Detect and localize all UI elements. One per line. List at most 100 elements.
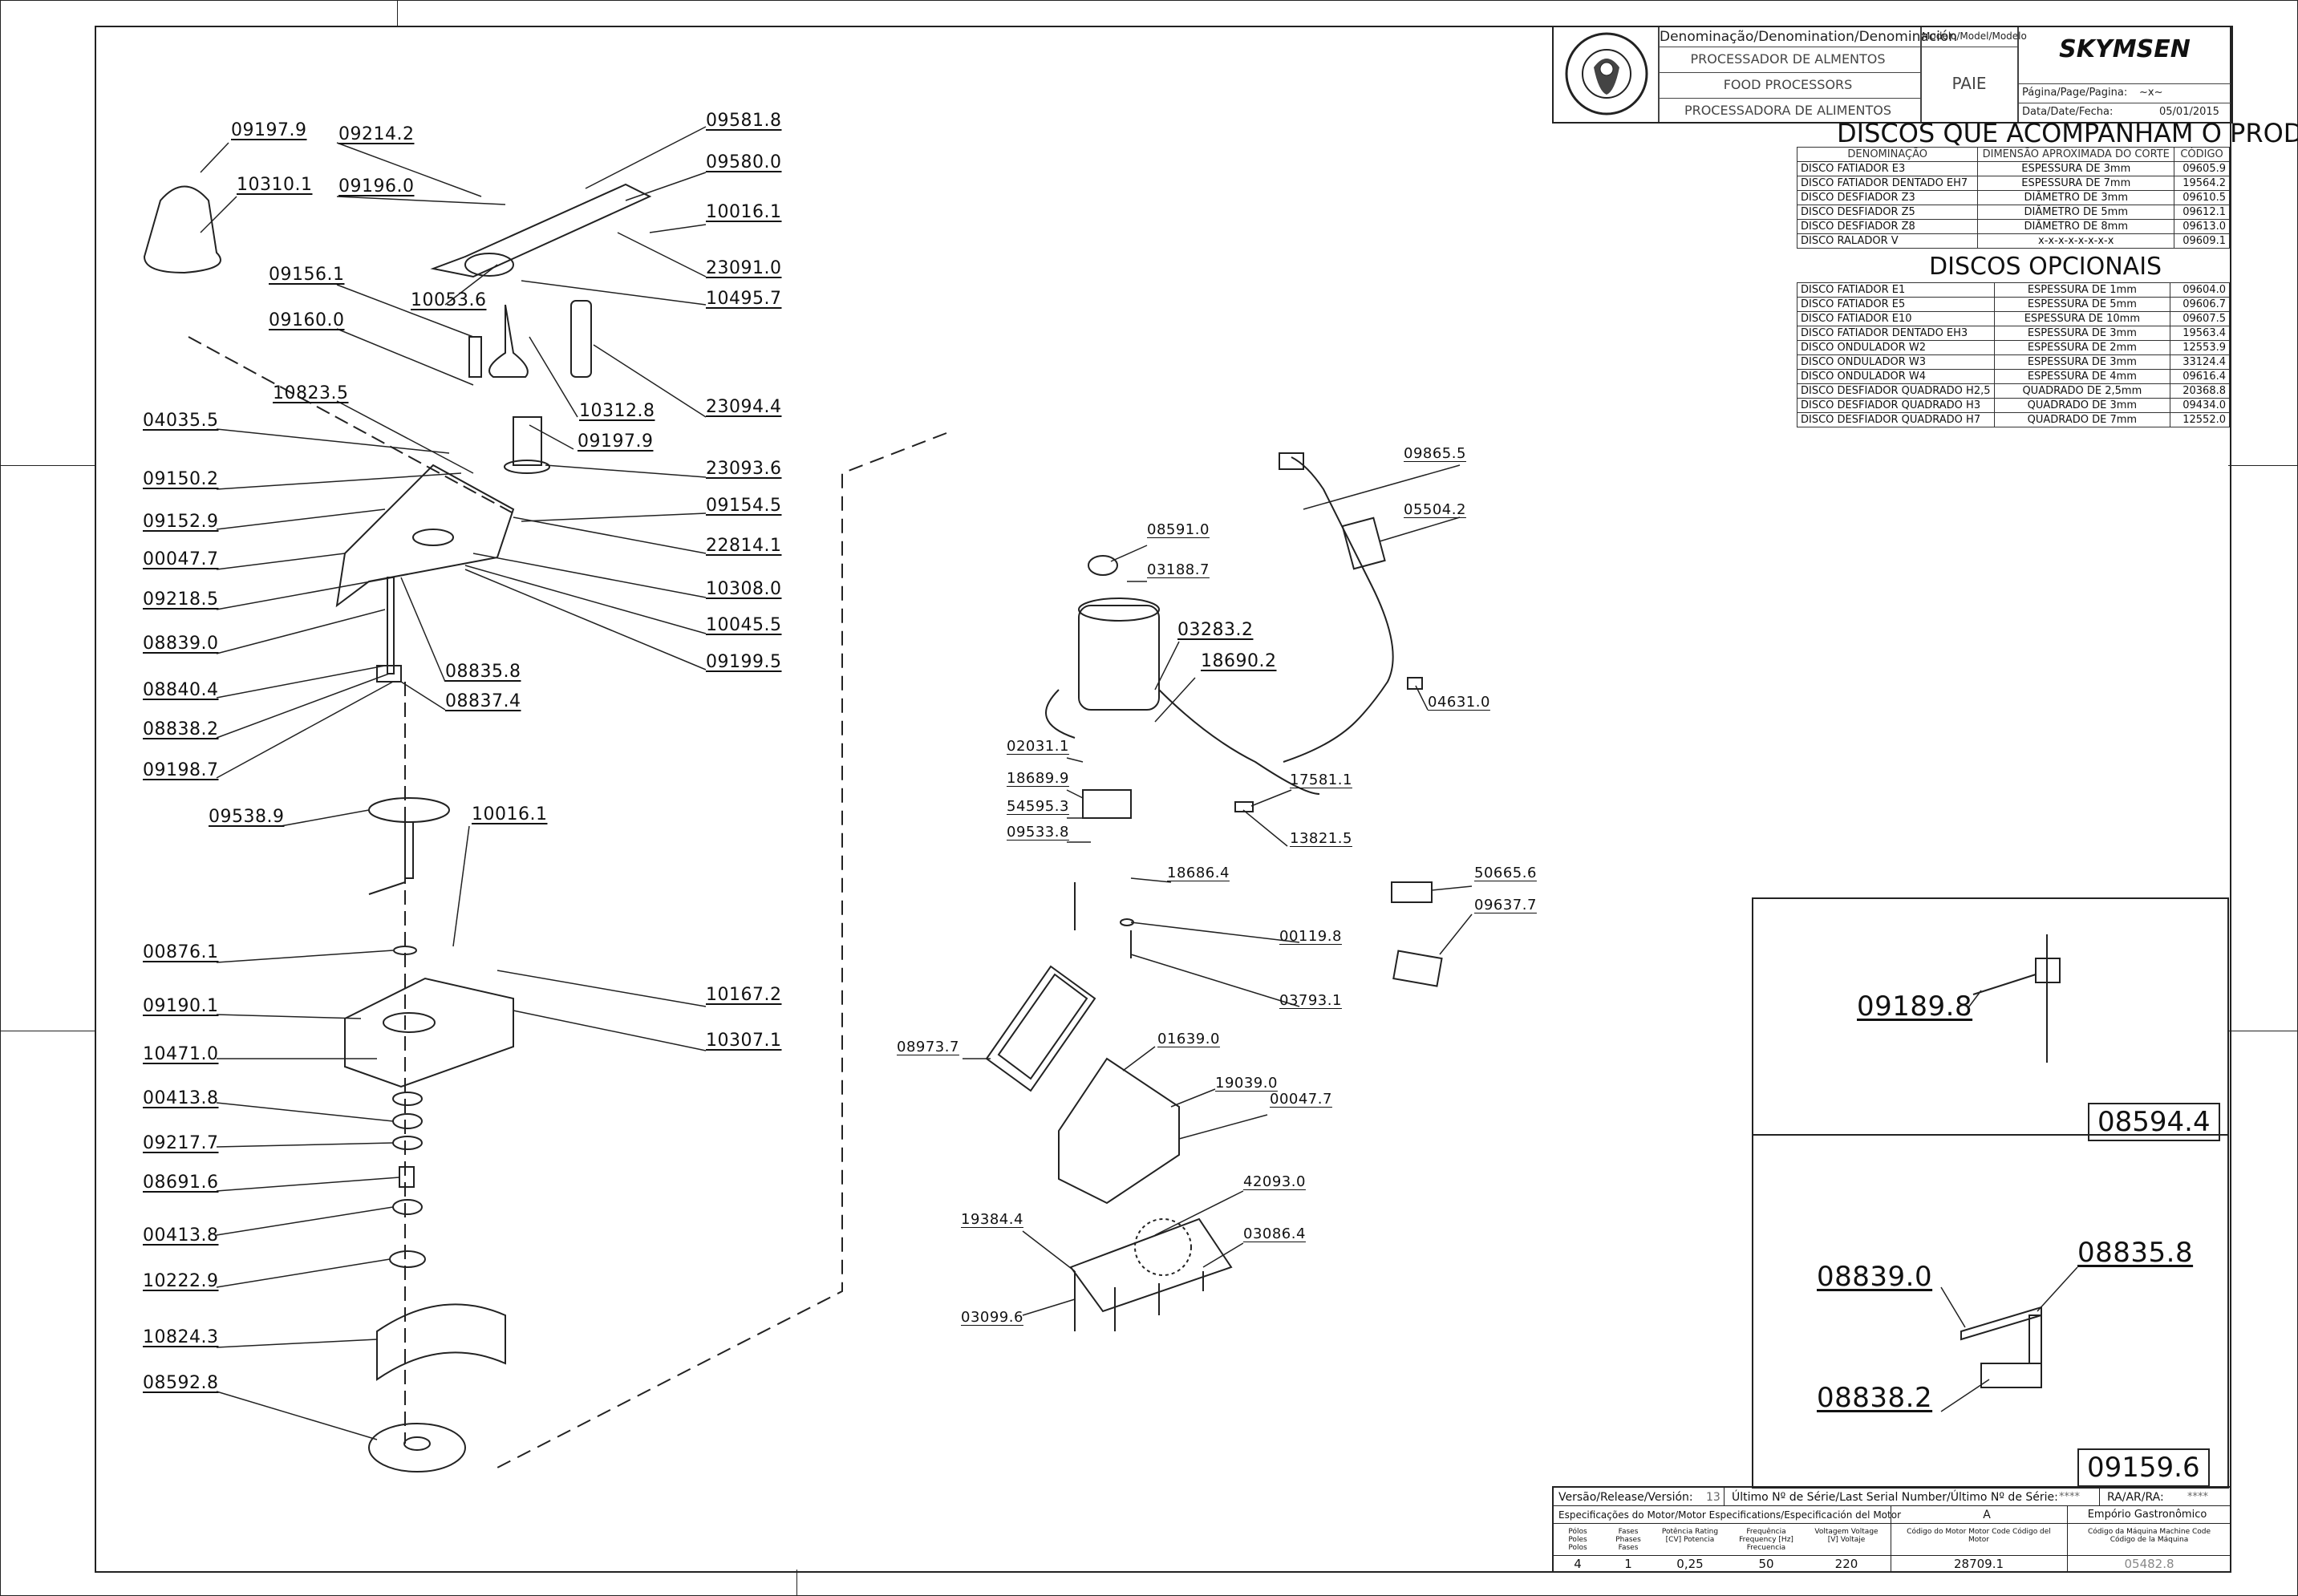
callout-label: 03086.4 — [1243, 1225, 1306, 1242]
disc-name: DISCO DESFIADOR QUADRADO H2,5 — [1797, 383, 1995, 399]
feed-chute — [143, 185, 221, 274]
motor-body — [1078, 605, 1160, 711]
disc-code: 19564.2 — [2174, 176, 2230, 191]
drawing-border — [95, 26, 2231, 1573]
callout-label: 03283.2 — [1177, 620, 1254, 640]
disc-code: 09434.0 — [2170, 398, 2230, 413]
pusher — [488, 304, 529, 378]
callout-label: 10045.5 — [706, 615, 782, 635]
terminal-block — [1082, 789, 1132, 819]
motor-header: Pólos Poles Polos — [1568, 1528, 1587, 1552]
callout-label: 08691.6 — [143, 1173, 219, 1193]
tb-model-heading: Modelo/Model/Modelo — [1922, 30, 2027, 42]
disc-dimension: DIÂMETRO DE 3mm — [1977, 190, 2175, 205]
tb-name-en: FOOD PROCESSORS — [1723, 77, 1853, 92]
callout-label: 23091.0 — [706, 258, 782, 278]
bb-divider — [2099, 1488, 2100, 1505]
callout-label: 03099.6 — [961, 1309, 1023, 1326]
tb-heading: Denominação/Denomination/Denominación — [1660, 29, 1958, 45]
callout-label: 42093.0 — [1243, 1173, 1306, 1190]
motor-rating: 0,25 — [1676, 1557, 1704, 1571]
bearing — [392, 1199, 423, 1215]
tb-line — [1658, 72, 1921, 73]
callout-label: 08835.8 — [445, 662, 521, 682]
callout-label: 10053.6 — [411, 290, 487, 310]
blank-sticker — [1392, 950, 1443, 987]
disc-name: DISCO ONDULADOR W3 — [1797, 354, 1995, 370]
callout-label: 09865.5 — [1404, 445, 1466, 462]
gasket-inner — [997, 973, 1088, 1080]
callout-label: 04035.5 — [143, 411, 219, 431]
disc-code: 09607.5 — [2170, 311, 2230, 326]
motor-wires — [1045, 689, 1320, 795]
tb-page-value: ~x~ — [2139, 87, 2163, 99]
disc-code: 20368.8 — [2170, 383, 2230, 399]
pulley-small — [389, 1250, 426, 1268]
shaft-pin — [368, 881, 406, 895]
disc-code: 09613.0 — [2174, 219, 2230, 234]
motor-phases: 1 — [1624, 1557, 1632, 1571]
tb-date-label: Data/Date/Fecha: — [2022, 106, 2114, 118]
tb-date-value: 05/01/2015 — [2159, 106, 2219, 118]
disc-dimension: ESPESSURA DE 3mm — [1993, 326, 2171, 341]
callout-label: 10312.8 — [579, 401, 655, 421]
callout-label: 08838.2 — [143, 719, 219, 739]
callout-label: 09217.7 — [143, 1133, 219, 1153]
callout-label: 09197.9 — [578, 431, 654, 452]
callout-label: 00413.8 — [143, 1225, 219, 1246]
callout-label: 10824.3 — [143, 1327, 219, 1347]
callout-label: 08839.0 — [143, 634, 219, 654]
assistencia-tecnica-seal — [1565, 32, 1648, 115]
disc-dimension: QUADRADO DE 7mm — [1993, 412, 2171, 427]
callout-label: 10495.7 — [706, 289, 782, 309]
cutting-disc — [368, 797, 450, 823]
motor-header: Frequência Frequency [Hz] Frecuencia — [1739, 1528, 1793, 1552]
callout-label: 08592.8 — [143, 1373, 219, 1393]
motor-spec-label: Especificações do Motor/Motor Especifica… — [1558, 1509, 1901, 1521]
bb-divider — [1724, 1488, 1725, 1505]
callout-label: 08973.7 — [897, 1039, 959, 1055]
base-hole — [412, 529, 454, 546]
disc-name: DISCO DESFIADOR Z8 — [1796, 219, 1979, 234]
callout-label: 18686.4 — [1167, 865, 1230, 881]
pusher-handle — [464, 253, 514, 277]
belt — [376, 1303, 506, 1381]
electric-box — [1058, 1057, 1180, 1205]
disc-code: 19563.4 — [2170, 326, 2230, 341]
right-tick-1 — [2228, 465, 2298, 466]
callout-label: 50665.6 — [1474, 865, 1537, 881]
col-emporio: Empório Gastronômico — [2087, 1509, 2207, 1521]
callout-label: 19384.4 — [961, 1211, 1023, 1228]
callout-label: 10307.1 — [706, 1031, 782, 1051]
inset-bracket-post — [2028, 1314, 2042, 1364]
inset-shaft-collar — [2035, 958, 2061, 983]
serial-value: **** — [2059, 1491, 2080, 1503]
col-a: A — [1983, 1509, 1991, 1521]
plug — [1279, 452, 1304, 470]
callout-label: 10823.5 — [273, 383, 349, 403]
tb-line — [1658, 98, 1921, 99]
motor-voltage: 220 — [1834, 1557, 1858, 1571]
bushing — [399, 1166, 415, 1188]
callout-label: 09197.9 — [231, 120, 307, 140]
disc-dimension: ESPESSURA DE 1mm — [1993, 282, 2171, 298]
callout-label: 08837.4 — [445, 691, 521, 711]
motor-spec-block: Versão/Release/Versión: 13 Último Nº de … — [1552, 1486, 2231, 1573]
callout-label: 09538.9 — [209, 807, 285, 827]
version-label: Versão/Release/Versión: — [1558, 1491, 1693, 1504]
callout-label: 09581.8 — [706, 111, 782, 131]
large-pulley-hub — [403, 1436, 431, 1451]
title-block: Denominação/Denomination/Denominación PR… — [1552, 26, 2233, 124]
connector — [1407, 677, 1423, 690]
disc-name: DISCO FATIADOR E5 — [1797, 297, 1995, 312]
pin — [468, 336, 482, 378]
